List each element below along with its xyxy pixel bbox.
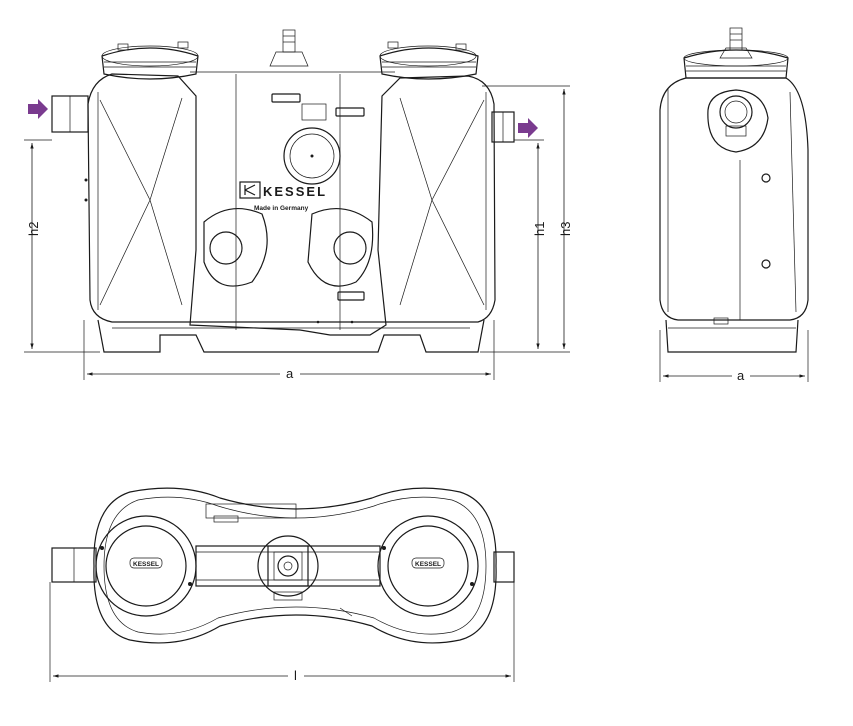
front-view: KESSEL Made in Germany h2 h1 h3 <box>24 29 573 381</box>
slot <box>337 291 365 301</box>
h1-label: h1 <box>532 222 547 236</box>
right-lid-mark: KESSEL <box>415 561 441 568</box>
side-view: a <box>659 27 809 383</box>
right-lid <box>379 41 479 80</box>
side-outlet-port <box>707 89 769 153</box>
top-center-valve <box>257 535 319 601</box>
right-pump-port <box>307 208 374 287</box>
top-left-lid: KESSEL <box>95 515 197 617</box>
top-outline <box>93 487 497 644</box>
side-body <box>659 77 809 321</box>
inflow-arrow-icon <box>28 99 48 119</box>
h2-label: h2 <box>26 222 41 236</box>
outflow-arrow-icon <box>518 118 538 138</box>
left-lid-mark: KESSEL <box>133 561 159 568</box>
top-right-lid: KESSEL <box>377 515 479 617</box>
h3-label: h3 <box>558 222 573 236</box>
brand-tagline: Made in Germany <box>254 205 309 212</box>
inspection-port <box>283 127 341 185</box>
side-width-label: a <box>737 368 745 383</box>
brand-name: KESSEL <box>263 184 327 199</box>
top-view: KESSEL KESSEL l <box>49 487 515 683</box>
tank-body <box>87 73 496 336</box>
tank-base <box>97 319 485 353</box>
front-width-label: a <box>286 366 294 381</box>
top-outlet-pipe <box>493 551 515 583</box>
slot <box>271 93 301 103</box>
vent-valve <box>269 29 309 67</box>
top-length-label: l <box>294 668 297 683</box>
slot <box>335 107 365 117</box>
brand-logo <box>239 181 261 199</box>
left-lid <box>101 41 199 80</box>
left-pump-port <box>203 208 268 287</box>
